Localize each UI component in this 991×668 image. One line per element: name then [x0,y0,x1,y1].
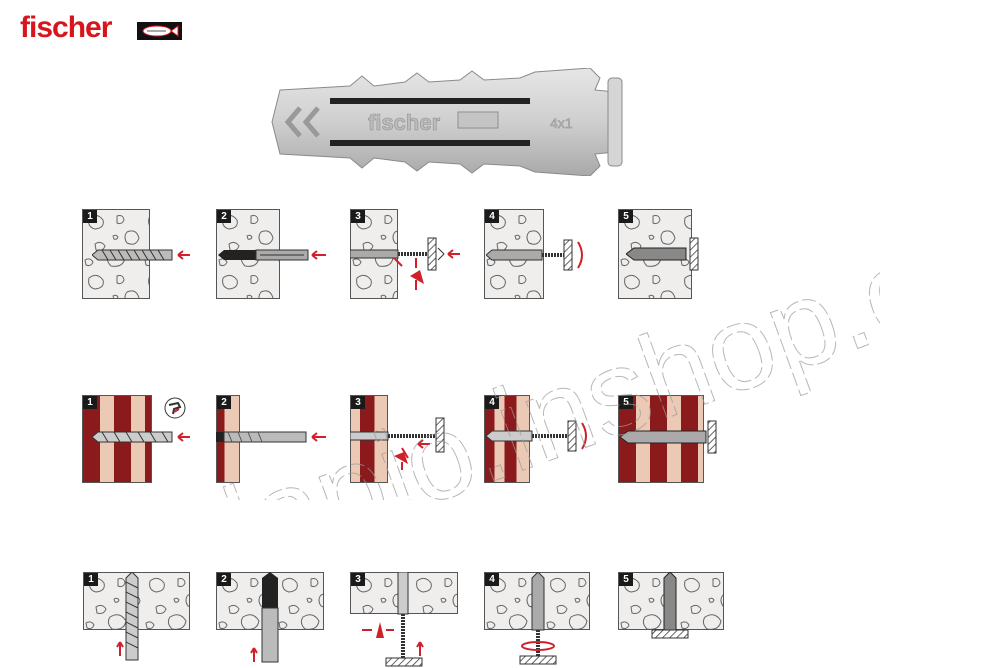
product-brand-emboss: fischer [368,110,441,135]
svg-text:4x1: 4x1 [550,115,573,131]
step-number: 2 [217,573,231,586]
step-number: 5 [619,396,633,409]
tighten-screw-icon [486,239,583,271]
step-number: 1 [84,573,98,586]
tighten-screw-icon [519,572,557,665]
push-arrow-icon [177,250,190,260]
brand-fish-badge-icon [137,22,182,40]
drill-bit-icon [116,572,139,661]
screw-fixture-icon [350,237,460,290]
step-number: 5 [619,210,633,223]
fixed-anchor-icon [651,572,689,639]
plug-insert-icon [218,249,326,261]
step-number: 2 [217,210,231,223]
plug-insert-icon [216,431,326,443]
screw-fixture-icon [350,417,445,470]
plug-insert-icon [250,572,279,663]
rotate-arrow-icon [577,241,583,269]
step-number: 1 [83,396,97,409]
step-number: 5 [619,573,633,586]
drill-bit-icon [92,249,190,261]
step-number: 3 [351,573,365,586]
wall-plug-product-image: fischer 4x1 [270,67,630,177]
step-number: 4 [485,210,499,223]
step-number: 2 [217,396,231,409]
brand-logo-text: fischer [20,11,112,44]
fixed-anchor-icon [620,420,717,454]
step-number: 3 [351,210,365,223]
step-number: 3 [351,396,365,409]
fixed-anchor-icon [626,237,699,271]
tighten-screw-icon [486,420,587,452]
drill-bit-icon [92,431,190,443]
step-number: 4 [485,396,499,409]
drill-no-hammer-icon [164,397,186,419]
step-number: 4 [485,573,499,586]
screw-fixture-icon [362,572,424,667]
step-number: 1 [83,210,97,223]
